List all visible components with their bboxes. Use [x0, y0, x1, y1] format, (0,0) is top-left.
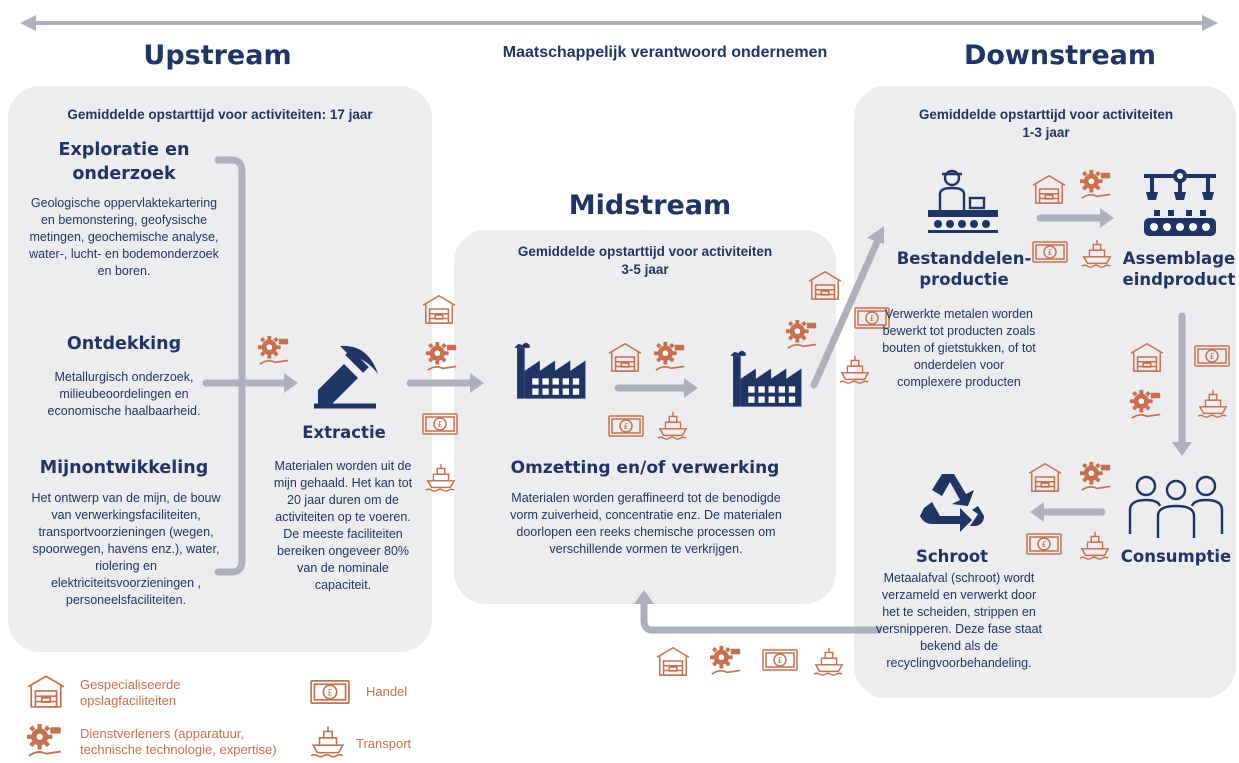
banknote-icon — [1030, 234, 1070, 270]
legend-banknote-icon — [306, 672, 354, 712]
factory-icon — [728, 348, 804, 412]
legend-services-label: Dienstverleners (apparatuur, technische … — [80, 726, 277, 757]
ship-icon — [1078, 236, 1116, 270]
legend-ship-icon — [306, 722, 350, 760]
recycle-icon — [920, 474, 984, 532]
ship-icon — [654, 408, 692, 442]
exploration-text: Geologische oppervlaktekartering en bemo… — [29, 196, 219, 278]
gear-hand-icon — [652, 340, 690, 374]
gear-hand-icon — [708, 644, 746, 678]
component-production-text: Verwerkte metalen worden bewerkt tot pro… — [882, 307, 1036, 389]
midstream-startup-line1: Gemiddelde opstarttijd voor activiteiten — [517, 244, 773, 259]
banknote-icon — [1024, 526, 1064, 562]
pickaxe-icon — [314, 345, 378, 409]
midstream-heading: Midstream — [568, 190, 732, 221]
robot-assembly-icon — [1144, 169, 1216, 236]
downstream-startup-line1: Gemiddelde opstarttijd voor activiteiten — [918, 107, 1174, 122]
csr-label: Maatschappelijk verantwoord ondernemen — [502, 44, 828, 61]
warehouse-icon — [806, 268, 844, 302]
warehouse-icon — [606, 340, 644, 374]
mine-development-text: Het ontwerp van de mijn, de bouw van ver… — [31, 491, 221, 607]
discovery-text: Metallurgisch onderzoek, milieubeoordeli… — [47, 370, 201, 418]
ship-icon — [836, 352, 874, 386]
extraction-text: Materialen worden uit de mijn gehaald. H… — [273, 459, 413, 592]
warehouse-icon — [1026, 460, 1064, 494]
banknote-icon — [420, 406, 460, 442]
scrap-title: Schroot — [915, 547, 989, 566]
factory-icon — [512, 340, 588, 404]
downstream-startup-line2: 1-3 jaar — [1022, 125, 1070, 140]
ship-icon — [422, 460, 460, 494]
gear-hand-icon — [1078, 168, 1116, 202]
discovery-title: Ontdekking — [66, 334, 182, 354]
gear-hand-icon — [1128, 388, 1166, 422]
component-production-title: Bestanddelen-productie — [896, 249, 1032, 289]
upstream-startup-time: Gemiddelde opstarttijd voor activiteiten… — [67, 107, 373, 122]
processing-title: Omzetting en/of verwerking — [510, 458, 780, 478]
banknote-icon — [1192, 338, 1232, 374]
warehouse-icon — [1128, 340, 1166, 374]
warehouse-icon — [420, 292, 458, 326]
consumption-title: Consumptie — [1120, 547, 1232, 566]
gear-hand-icon — [1078, 460, 1116, 494]
warehouse-icon — [1030, 172, 1068, 206]
downstream-panel — [854, 86, 1236, 698]
gear-hand-icon — [784, 318, 822, 352]
legend-transport-label: Transport — [356, 736, 412, 751]
ship-icon — [1194, 386, 1232, 420]
top-double-arrow — [20, 15, 1218, 31]
warehouse-icon — [654, 644, 692, 678]
legend-storage-label: Gespecialiseerde opslagfaciliteiten — [80, 677, 181, 708]
worker-conveyor-icon — [928, 169, 998, 233]
gear-hand-icon — [256, 334, 294, 368]
legend-trade-label: Handel — [366, 684, 408, 699]
midstream-panel — [454, 230, 836, 604]
processing-text: Materialen worden geraffineerd tot de be… — [510, 491, 782, 556]
gear-hand-icon — [424, 340, 462, 374]
exploration-title: Exploratie en onderzoek — [58, 140, 190, 184]
legend-gear-hand-icon — [24, 722, 68, 760]
midstream-startup-line2: 3-5 jaar — [621, 262, 669, 277]
ship-icon — [810, 644, 848, 678]
extraction-title: Extractie — [302, 423, 386, 442]
mine-development-title: Mijnontwikkeling — [39, 458, 209, 478]
legend-warehouse-icon — [24, 672, 68, 710]
ship-icon — [1076, 528, 1114, 562]
assembly-title: Assemblage eindproduct — [1122, 249, 1236, 289]
downstream-heading: Downstream — [963, 40, 1157, 71]
banknote-icon — [606, 408, 646, 444]
banknote-icon — [760, 642, 800, 678]
scrap-text: Metaalafval (schroot) wordt verzameld en… — [875, 571, 1043, 670]
upstream-heading: Upstream — [143, 40, 292, 71]
consumers-icon — [1128, 475, 1224, 538]
